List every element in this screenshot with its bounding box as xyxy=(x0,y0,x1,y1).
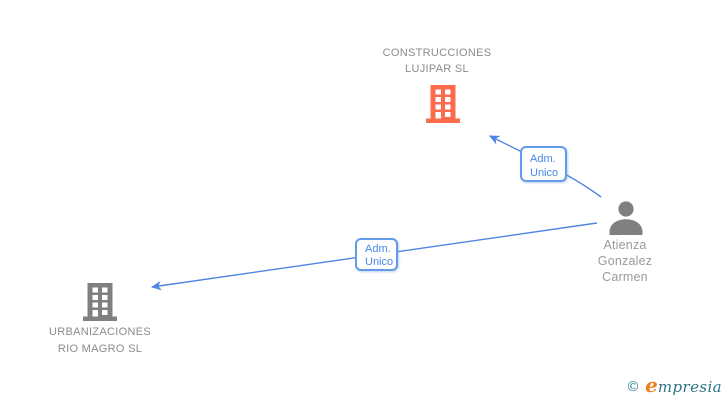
edge-label-adm-unico-construcciones: Adm. Unico xyxy=(520,146,567,182)
empresia-watermark: © empresia xyxy=(626,373,722,397)
brand-logo-text: mpresia xyxy=(657,378,722,396)
building-icon xyxy=(83,283,117,321)
edge-label-line2: Unico xyxy=(530,167,559,179)
edge-label-line1: Adm. xyxy=(365,243,391,255)
company-name-line2: RIO MAGRO SL xyxy=(57,342,143,355)
company-name-line2: LUJIPAR SL xyxy=(405,62,469,75)
building-icon xyxy=(426,85,460,123)
company-name-line1: URBANIZACIONES xyxy=(49,326,151,338)
person-icon xyxy=(609,201,643,235)
person-name: Atienza Gonzalez Carmen xyxy=(565,237,685,285)
edge-label-line2: Unico xyxy=(365,256,394,268)
company-name: CONSTRUCCIONES LUJIPAR SL xyxy=(327,46,547,77)
edge-label-adm-unico-urbanizaciones: Adm. Unico xyxy=(355,238,398,271)
person-name-line1: Atienza xyxy=(603,238,647,252)
person-name-line2: Gonzalez xyxy=(597,254,653,268)
company-name: URBANIZACIONES RIO MAGRO SL xyxy=(10,324,190,357)
person-name-line3: Carmen xyxy=(602,270,648,284)
company-name-line1: CONSTRUCCIONES xyxy=(382,47,492,59)
edge-label-line1: Adm. xyxy=(530,153,556,165)
copyright-icon: © xyxy=(626,379,641,395)
brand-logo-initial: e xyxy=(645,373,658,397)
